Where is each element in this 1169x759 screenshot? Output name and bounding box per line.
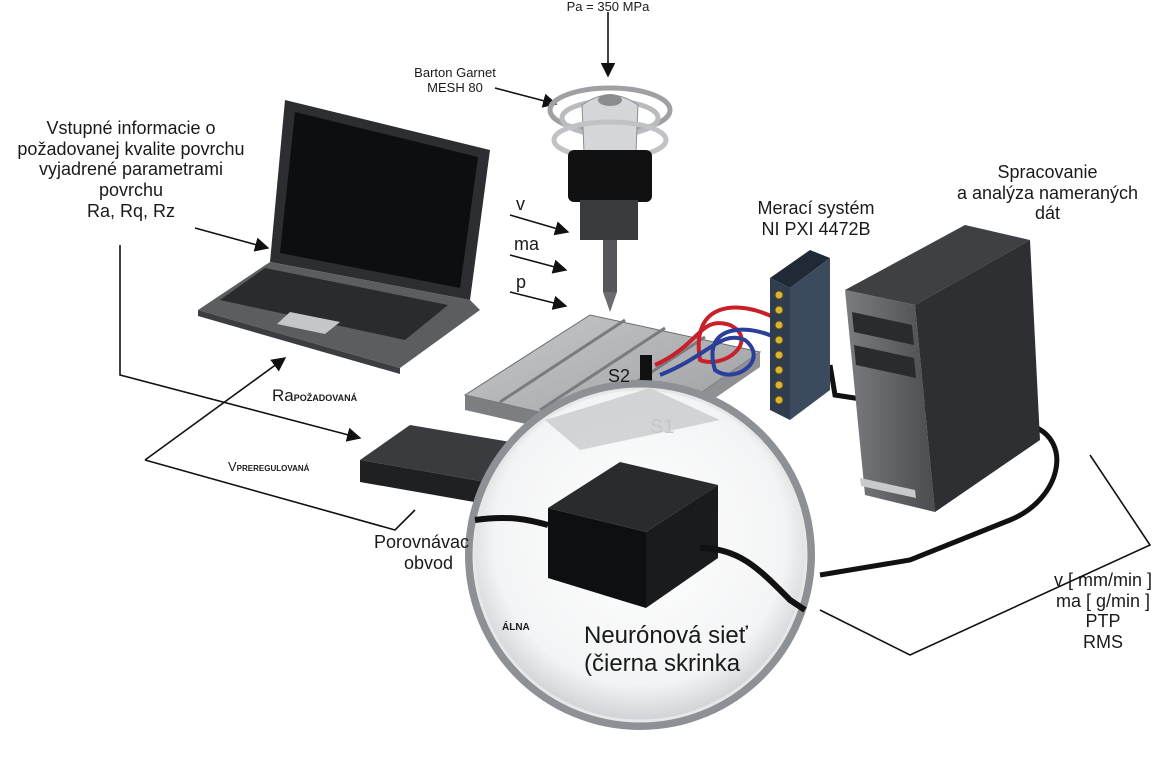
param-ma-label: ma	[514, 234, 540, 254]
comparator-label: Porovnávac obvod	[374, 532, 469, 573]
pressure-label: Pa = 350 MPa	[566, 0, 650, 14]
ra-required-main: Ra	[272, 386, 294, 405]
magnifier-lens	[465, 380, 815, 730]
neural-network-line1: Neurónová sieť	[584, 622, 748, 649]
v-regulated-label: VPREREGULOVANÁ	[228, 459, 310, 475]
measuring-system-line1: Merací systém	[757, 198, 875, 218]
processing-line3: dát	[1034, 203, 1061, 224]
param-v-label: v	[516, 194, 525, 214]
measuring-system-line2: NI PXI 4472B	[761, 218, 871, 239]
alna-label: ÁLNA	[502, 622, 530, 633]
abrasive-label: Barton Garnet MESH 80	[400, 65, 510, 96]
ra-required-sub: POŽADOVANÁ	[293, 393, 358, 403]
neural-network-label: Neurónová sieť (čierna skrinka	[584, 622, 748, 677]
input-info-line3: vyjadrené parametrami	[38, 159, 224, 180]
processing-label: Spracovanie a analýza nameraných dát	[935, 162, 1160, 224]
processing-line1: Spracovanie	[997, 162, 1098, 182]
input-info-line4: povrchu	[98, 180, 164, 201]
neural-network-line2: (čierna skrinka	[584, 649, 741, 677]
input-info-line5: Ra, Rq, Rz	[86, 200, 176, 221]
measuring-system-label: Merací systém NI PXI 4472B	[735, 198, 897, 239]
output-line3: PTP	[1085, 611, 1121, 632]
output-params-label: v [ mm/min ] ma [ g/min ] PTP RMS	[1028, 570, 1169, 653]
abrasive-label-line2: MESH 80	[427, 79, 483, 95]
v-regulated-main: V	[228, 459, 237, 474]
processing-line2: a analýza nameraných	[956, 182, 1139, 203]
sensor-s2-label: S2	[608, 366, 631, 386]
input-info-line2: požadovanej kvalite povrchu	[17, 138, 245, 159]
param-p-label: p	[516, 272, 527, 292]
output-line2: ma [ g/min ]	[1055, 590, 1151, 611]
nozzle-head-icon	[547, 85, 673, 312]
output-line4: RMS	[1083, 632, 1123, 653]
input-info-line1: Vstupné informacie o	[46, 118, 216, 138]
pc-tower-icon	[845, 225, 1040, 512]
input-info-label: Vstupné informacie o požadovanej kvalite…	[0, 118, 262, 221]
output-line1: v [ mm/min ]	[1054, 570, 1152, 590]
v-regulated-sub: PREREGULOVANÁ	[236, 464, 310, 473]
feedback-loop-lines	[119, 12, 1152, 656]
laptop-icon	[198, 100, 490, 374]
abrasive-label-line1: Barton Garnet	[414, 65, 496, 80]
ra-required-label: RaPOŽADOVANÁ	[272, 386, 357, 406]
sensor-s1-label: S1	[650, 416, 675, 438]
comparator-line1: Porovnávac	[374, 532, 470, 552]
comparator-line2: obvod	[404, 552, 454, 573]
daq-system-icon	[770, 250, 830, 420]
